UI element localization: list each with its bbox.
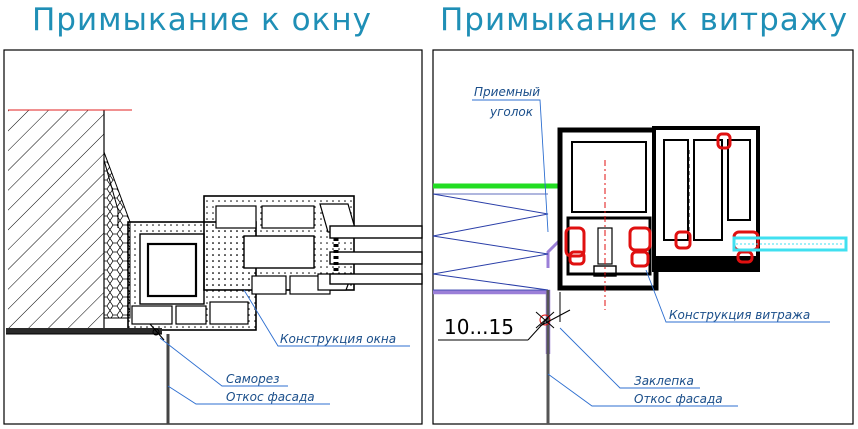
right-leaders — [472, 99, 830, 407]
label-stained-glass-construction: Конструкция витража — [669, 308, 810, 322]
insulation-zigzag — [432, 193, 549, 291]
label-receiving-corner-1: Приемный — [474, 85, 540, 99]
left-leaders — [159, 289, 410, 405]
wall-hatch — [8, 110, 104, 332]
label-facade-slope-left: Откос фасада — [226, 390, 315, 404]
left-title: Примыкание к окну — [32, 2, 372, 38]
glazing-unit — [329, 225, 423, 285]
red-seals — [564, 132, 760, 268]
label-gap-dimension: 10...15 — [444, 315, 514, 339]
label-receiving-corner-2: уголок — [489, 105, 534, 119]
glass-pane — [732, 236, 848, 252]
right-frame — [432, 49, 854, 425]
right-panel — [432, 49, 854, 425]
gap-dimension-lines — [438, 292, 571, 341]
window-frame-profile — [127, 195, 357, 331]
label-self-tapping-screw: Саморез — [226, 372, 280, 386]
right-title: Примыкание к витражу — [440, 2, 849, 38]
stained-glass-profile — [557, 126, 760, 310]
left-panel — [3, 49, 423, 425]
label-facade-slope-right: Откос фасада — [634, 392, 723, 406]
label-window-construction: Конструкция окна — [280, 332, 396, 346]
label-rivet: Заклепка — [634, 374, 694, 388]
sill-plate — [6, 328, 162, 334]
foam-insulation — [103, 151, 131, 319]
rivet-symbol — [539, 314, 551, 326]
